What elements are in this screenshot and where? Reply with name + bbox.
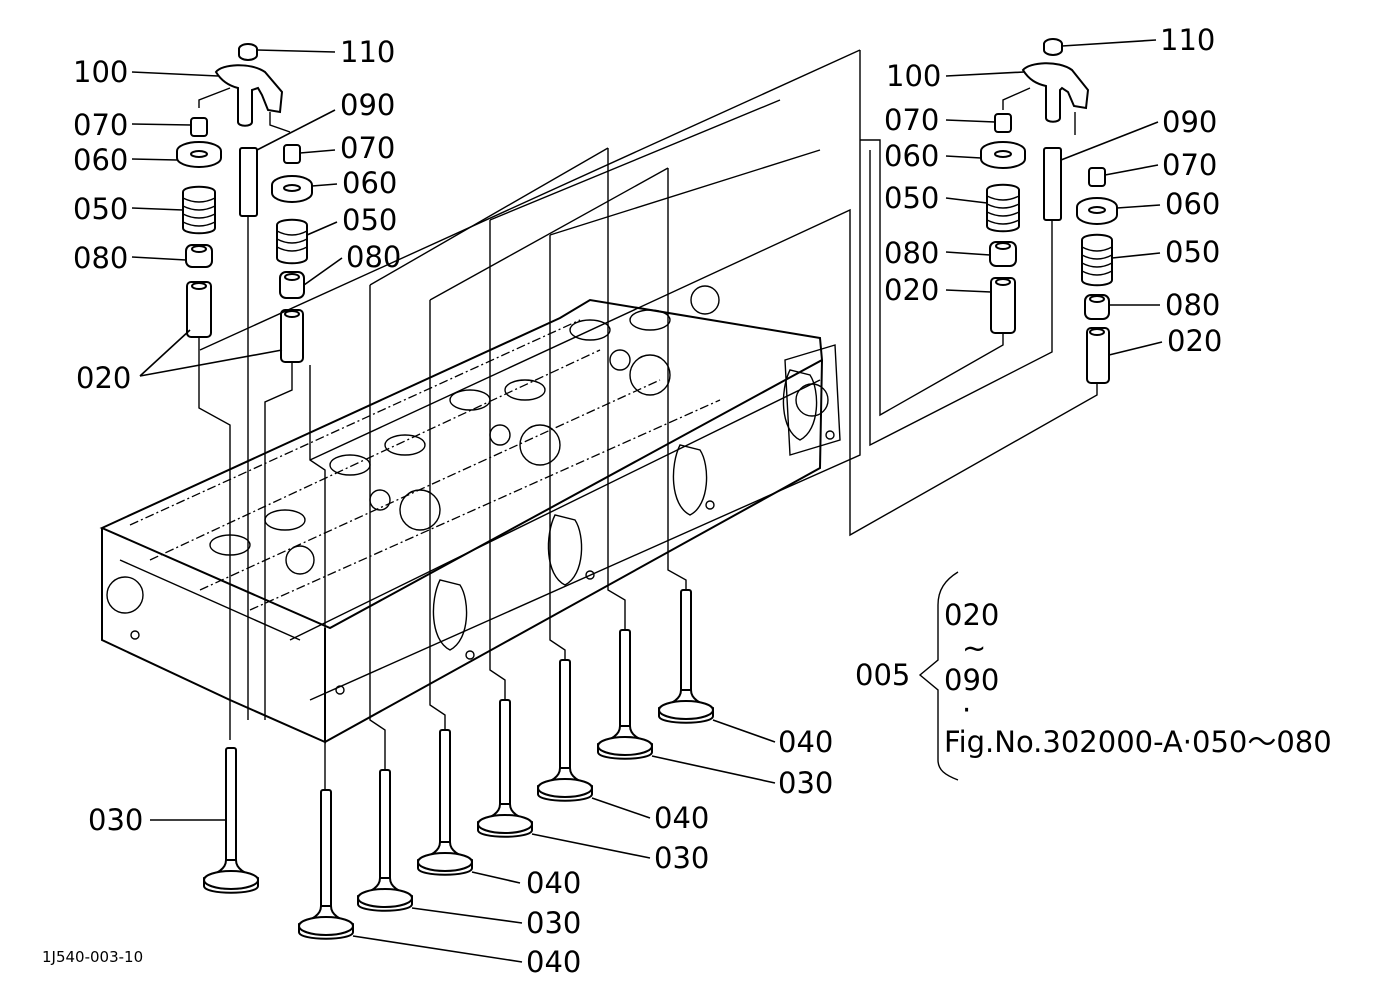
left-upper-assembly xyxy=(176,43,313,363)
label-110-right: 110 xyxy=(1160,23,1215,57)
label-030-d: 030 xyxy=(778,766,833,800)
label-050-right-a: 050 xyxy=(884,181,939,215)
label-070-left-a: 070 xyxy=(73,108,128,142)
leader-lines xyxy=(131,39,1163,963)
label-030-b: 030 xyxy=(526,906,581,940)
label-070-right-b: 070 xyxy=(1162,148,1217,182)
placement-lines xyxy=(198,49,1098,790)
label-060-left-b: 060 xyxy=(342,166,397,200)
label-060-left-a: 060 xyxy=(73,143,128,177)
figure-code: 1J540-003-10 xyxy=(42,948,143,966)
valve-040-a xyxy=(298,789,354,940)
label-110-left: 110 xyxy=(340,35,395,69)
part-labels: 110 100 070 060 050 080 020 090 070 060 … xyxy=(73,23,1222,979)
label-060-right-b: 060 xyxy=(1165,187,1220,221)
label-080-left-b: 080 xyxy=(346,240,401,274)
label-050-left-a: 050 xyxy=(73,192,128,226)
label-100-right: 100 xyxy=(886,59,941,93)
valve-030-a xyxy=(203,747,259,894)
label-040-b: 040 xyxy=(526,866,581,900)
label-040-a: 040 xyxy=(526,945,581,979)
valve-040-d xyxy=(658,589,714,724)
label-080-left-a: 080 xyxy=(73,241,128,275)
label-030-c: 030 xyxy=(654,841,709,875)
label-040-c: 040 xyxy=(654,801,709,835)
note-fig-ref: Fig.No.302000-A·050〜080 xyxy=(944,725,1332,759)
label-080-right-a: 080 xyxy=(884,236,939,270)
note-dot: · xyxy=(962,693,971,727)
label-040-d: 040 xyxy=(778,725,833,759)
label-090-right: 090 xyxy=(1162,105,1217,139)
label-080-right-b: 080 xyxy=(1165,288,1220,322)
label-030-a: 030 xyxy=(88,803,143,837)
label-020-left: 020 xyxy=(76,361,131,395)
label-060-right-a: 060 xyxy=(884,139,939,173)
valve-040-c xyxy=(537,659,593,802)
cylinder-head xyxy=(99,285,841,744)
right-upper-assembly xyxy=(980,38,1118,384)
valve-040-b xyxy=(417,729,473,876)
valve-030-d xyxy=(597,629,653,760)
valve-030-b xyxy=(357,769,413,912)
label-050-left-b: 050 xyxy=(342,203,397,237)
label-020-right-b: 020 xyxy=(1167,324,1222,358)
label-050-right-b: 050 xyxy=(1165,235,1220,269)
label-020-right-a: 020 xyxy=(884,273,939,307)
label-100-left: 100 xyxy=(73,55,128,89)
note-line-090: 090 xyxy=(944,663,999,697)
label-005: 005 xyxy=(855,658,910,692)
valve-030-c xyxy=(477,699,533,838)
kit-note: 005 020 ~ 090 · Fig.No.302000-A·050〜080 xyxy=(855,571,1332,781)
valves xyxy=(203,589,714,940)
note-tilde: ~ xyxy=(962,631,986,665)
label-070-right-a: 070 xyxy=(884,103,939,137)
label-070-left-b: 070 xyxy=(340,131,395,165)
note-line-020: 020 xyxy=(944,598,999,632)
label-090-left: 090 xyxy=(340,88,395,122)
